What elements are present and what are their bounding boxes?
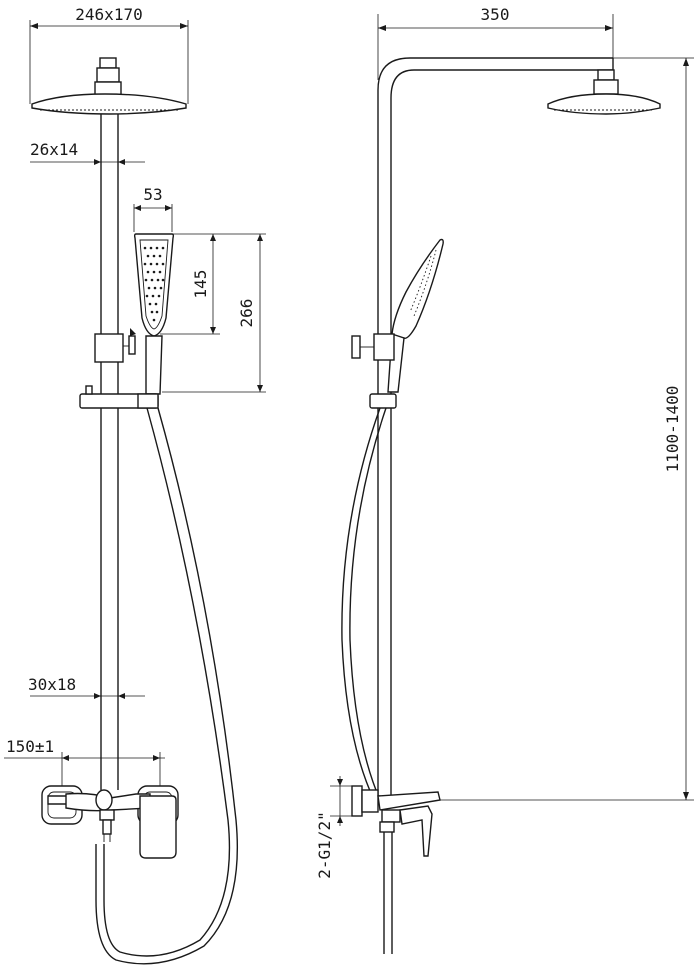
reach-label: 350 xyxy=(481,5,510,24)
inlet-spacing-label: 150±1 xyxy=(6,737,54,756)
pipe-section-dimension: 30x18 xyxy=(28,675,145,699)
handshower-face-height-label: 145 xyxy=(191,270,210,299)
side-shower-head xyxy=(547,69,661,115)
rain-shower-head xyxy=(31,93,187,115)
handshower-total-height-label: 266 xyxy=(237,299,256,328)
side-diverter xyxy=(351,333,395,361)
side-hand-shower xyxy=(387,238,444,393)
riser-pipe xyxy=(100,114,119,790)
inlet-thread-dimension: 2-G1/2" xyxy=(315,776,352,879)
hose xyxy=(95,407,239,965)
head-width-dimension: 246x170 xyxy=(29,5,189,104)
handshower-width-label: 53 xyxy=(143,185,162,204)
arm-section-label: 26x14 xyxy=(30,140,78,159)
reach-dimension: 350 xyxy=(377,5,614,80)
side-holder xyxy=(369,393,397,409)
diverter-block xyxy=(94,328,136,363)
hand-shower xyxy=(133,233,175,395)
side-riser xyxy=(377,57,614,800)
head-size-label: 246x170 xyxy=(75,5,142,24)
head-connector xyxy=(94,57,122,97)
handshower-total-height-dimension: 266 xyxy=(162,233,266,393)
side-view: 350 1100-1400 xyxy=(315,5,694,954)
spray-nozzles xyxy=(143,246,165,322)
inlet-thread-label: 2-G1/2" xyxy=(315,811,334,878)
bath-mixer xyxy=(41,785,179,859)
arm-section-dimension: 26x14 xyxy=(30,140,145,165)
height-dimension: 1100-1400 xyxy=(430,57,694,801)
front-view: 246x170 26x14 xyxy=(4,5,266,965)
handshower-face-height-dimension: 145 xyxy=(160,233,220,335)
handshower-holder xyxy=(79,385,159,409)
handshower-width-dimension: 53 xyxy=(133,185,173,232)
height-range-label: 1100-1400 xyxy=(663,386,682,473)
side-hose xyxy=(341,407,393,954)
side-mixer xyxy=(351,785,441,857)
pipe-section-label: 30x18 xyxy=(28,675,76,694)
